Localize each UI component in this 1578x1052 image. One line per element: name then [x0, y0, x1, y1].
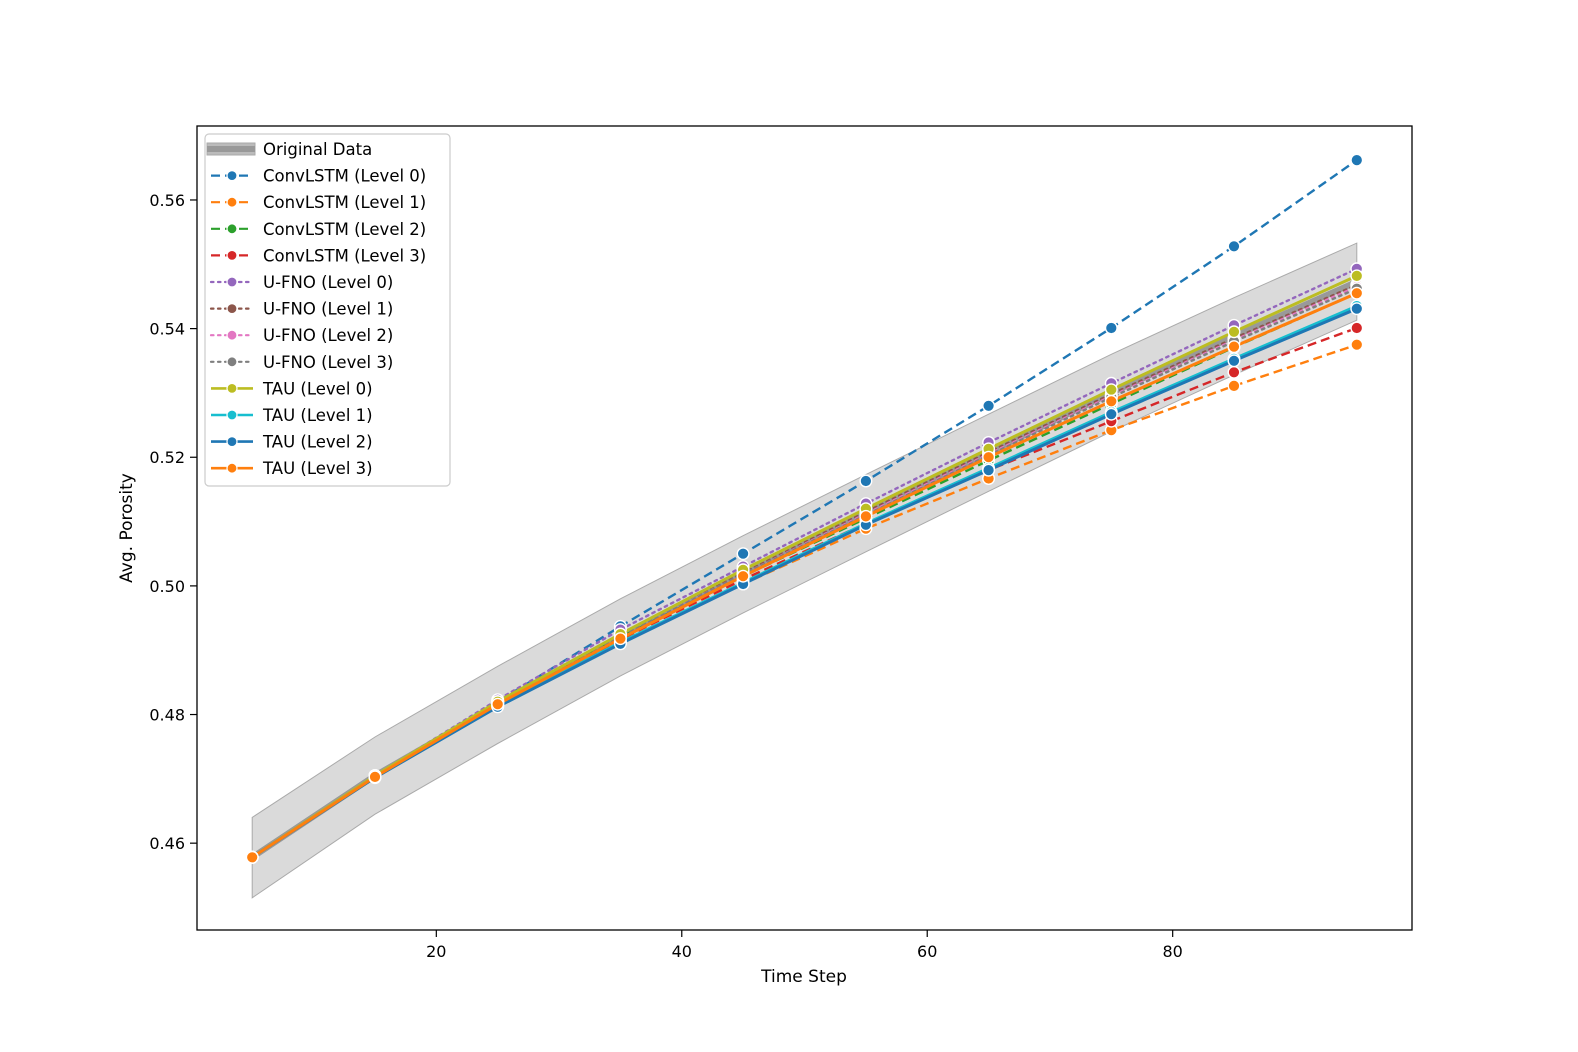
data-point-convlstm-level-0 [1350, 153, 1364, 167]
legend-swatch-marker [226, 276, 238, 288]
data-point-tau-level-3 [982, 450, 996, 464]
legend-swatch-marker [226, 249, 238, 261]
data-point-tau-level-3 [1350, 286, 1364, 300]
series-line-tau-level-0 [251, 274, 1358, 859]
data-point-tau-level-0 [1350, 269, 1364, 283]
legend-label: U-FNO (Level 1) [263, 300, 393, 319]
y-axis-label: Avg. Porosity [117, 473, 137, 583]
legend-swatch-marker [226, 462, 238, 474]
y-tick-label: 0.54 [149, 320, 185, 339]
plot-area-frame [196, 125, 1413, 931]
x-axis-ticks: 20 40 60 80 [426, 930, 1183, 961]
x-axis-label: Time Step [760, 967, 847, 987]
data-point-convlstm-level-0 [982, 399, 996, 413]
y-tick-label: 0.50 [149, 577, 185, 596]
legend-label: U-FNO (Level 2) [263, 326, 393, 345]
data-point-tau-level-3 [1104, 394, 1118, 408]
data-point-tau-level-0 [1104, 383, 1118, 397]
y-axis-ticks: 0.46 0.48 0.50 0.52 0.54 0.56 [149, 191, 197, 853]
legend-swatch-marker [226, 223, 238, 235]
y-tick-label: 0.52 [149, 448, 185, 467]
data-point-convlstm-level-3 [1350, 321, 1364, 335]
legend-label: TAU (Level 0) [262, 379, 373, 398]
legend-swatch-marker [226, 196, 238, 208]
legend-frame [204, 133, 451, 487]
data-point-tau-level-2 [1227, 354, 1241, 368]
legend-label: TAU (Level 1) [262, 406, 373, 425]
marker-layer [245, 153, 1364, 864]
legend-entry-original-data: Original Data [206, 140, 372, 159]
legend-swatch-marker [226, 329, 238, 341]
data-point-tau-level-2 [1104, 407, 1118, 421]
legend-label: ConvLSTM (Level 3) [263, 246, 426, 265]
legend-label: TAU (Level 3) [262, 459, 373, 478]
data-point-convlstm-level-0 [1227, 239, 1241, 253]
legend-entry-u-fno-level-0: U-FNO (Level 0) [209, 273, 393, 292]
data-point-convlstm-level-3 [1227, 365, 1241, 379]
legend-swatch-marker [226, 170, 238, 182]
legend-label: ConvLSTM (Level 2) [263, 220, 426, 239]
x-tick-label: 80 [1163, 942, 1183, 961]
legend-label: ConvLSTM (Level 1) [263, 193, 426, 212]
legend-entry-convlstm-level-1: ConvLSTM (Level 1) [211, 193, 426, 212]
x-tick-label: 60 [917, 942, 937, 961]
data-point-tau-level-3 [859, 509, 873, 523]
data-point-tau-level-2 [982, 463, 996, 477]
legend-entry-tau-level-2: TAU (Level 2) [211, 433, 373, 452]
legend-entry-u-fno-level-3: U-FNO (Level 3) [209, 353, 393, 372]
data-point-tau-level-3 [613, 632, 627, 646]
y-tick-label: 0.46 [149, 834, 185, 853]
legend-label: ConvLSTM (Level 0) [263, 167, 426, 186]
legend-swatch-marker [226, 356, 238, 368]
x-tick-label: 40 [672, 942, 692, 961]
legend-entry-convlstm-level-3: ConvLSTM (Level 3) [211, 246, 426, 265]
legend-entry-tau-level-1: TAU (Level 1) [211, 406, 373, 425]
legend-entry-tau-level-3: TAU (Level 3) [211, 459, 373, 478]
legend-swatch-marker [226, 382, 238, 394]
legend-entry-convlstm-level-0: ConvLSTM (Level 0) [211, 167, 426, 186]
data-point-convlstm-level-1 [1350, 338, 1364, 352]
legend-entry-u-fno-level-2: U-FNO (Level 2) [209, 326, 393, 345]
legend-entry-u-fno-level-1: U-FNO (Level 1) [209, 300, 393, 319]
data-point-tau-level-3 [368, 770, 382, 784]
legend-label: U-FNO (Level 3) [263, 353, 393, 372]
series-layer [250, 159, 1359, 859]
data-point-convlstm-level-0 [736, 547, 750, 561]
data-point-convlstm-level-0 [859, 474, 873, 488]
data-point-tau-level-3 [736, 569, 750, 583]
legend-swatch-marker [226, 436, 238, 448]
data-point-tau-level-3 [491, 697, 505, 711]
x-tick-label: 20 [426, 942, 446, 961]
data-point-convlstm-level-1 [1227, 379, 1241, 393]
legend-entry-tau-level-0: TAU (Level 0) [211, 379, 373, 398]
y-tick-label: 0.56 [149, 191, 185, 210]
data-point-tau-level-2 [1350, 302, 1364, 316]
data-point-tau-level-3 [1227, 340, 1241, 354]
legend-swatch-marker [226, 303, 238, 315]
legend-label: TAU (Level 2) [262, 433, 373, 452]
data-point-convlstm-level-0 [1104, 321, 1118, 335]
legend-entry-convlstm-level-2: ConvLSTM (Level 2) [211, 220, 426, 239]
y-tick-label: 0.48 [149, 706, 185, 725]
data-point-tau-level-0 [1227, 325, 1241, 339]
legend-label: Original Data [263, 140, 372, 159]
legend-swatch-marker [226, 409, 238, 421]
data-point-tau-level-3 [245, 850, 259, 864]
series-line-tau-level-3 [251, 291, 1358, 859]
legend-label: U-FNO (Level 0) [263, 273, 393, 292]
